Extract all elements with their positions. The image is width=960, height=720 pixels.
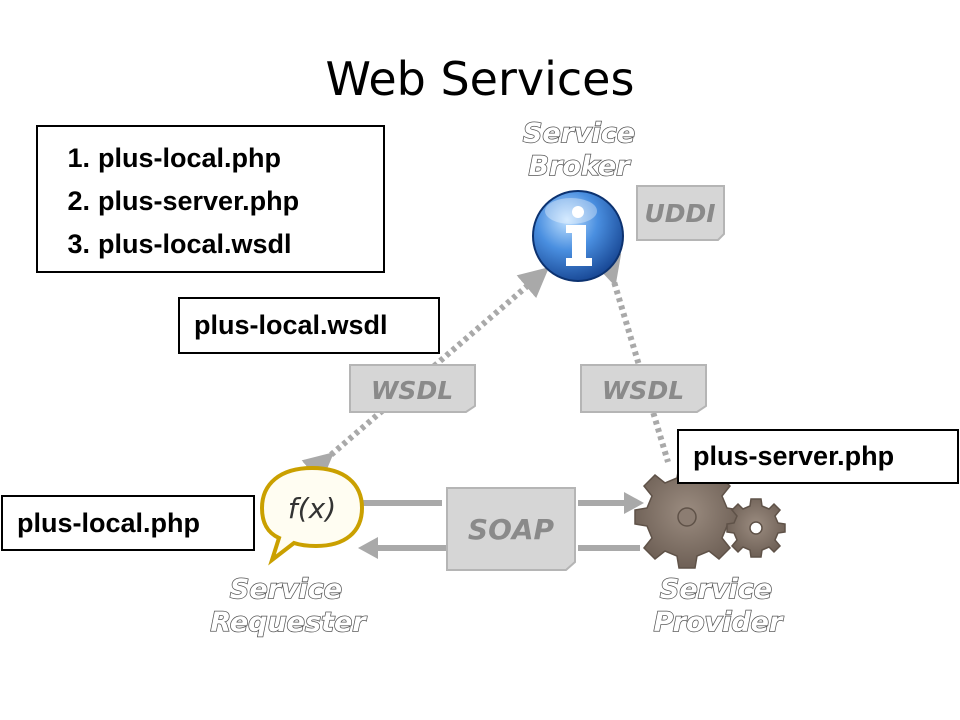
function-symbol: f(x) [288, 492, 336, 525]
provider-label-line2: Provider [654, 607, 784, 638]
uddi-document-icon: UDDI [636, 185, 725, 241]
local-file-callout: plus-local.php [1, 495, 255, 551]
function-bubble-icon: f(x) [259, 465, 365, 566]
server-file-callout: plus-server.php [677, 429, 959, 484]
broker-label-line1: Service [523, 118, 635, 149]
broker-label-line2: Broker [528, 151, 631, 182]
requester-label-line1: Service [230, 574, 342, 605]
soap-document-icon: SOAP [446, 487, 576, 571]
soap-arrows [355, 492, 644, 559]
requester-label-line2: Requester [210, 607, 367, 638]
file-list-box: 1. plus-local.php 2. plus-server.php 3. … [36, 125, 385, 273]
file-list-name: plus-server.php [98, 186, 300, 216]
file-list-name: plus-local.php [98, 143, 282, 173]
wsdl-document-icon-left: WSDL [349, 364, 476, 413]
file-list-number: 3. [67, 229, 90, 259]
file-list-item: 1. plus-local.php [38, 137, 383, 180]
wsdl-right-label: WSDL [602, 376, 684, 405]
file-list-number: 1. [67, 143, 90, 173]
file-list-item: 2. plus-server.php [38, 180, 383, 223]
provider-label-line1: Service [660, 574, 772, 605]
soap-label: SOAP [468, 513, 555, 546]
uddi-label: UDDI [644, 199, 715, 228]
wsdl-document-icon-right: WSDL [580, 364, 707, 413]
gears-icon [634, 465, 786, 569]
wsdl-file-callout: plus-local.wsdl [178, 297, 440, 354]
file-list-item: 3. plus-local.wsdl [38, 223, 383, 266]
file-list-name: plus-local.wsdl [98, 229, 292, 259]
file-list: 1. plus-local.php 2. plus-server.php 3. … [38, 137, 383, 266]
wsdl-left-label: WSDL [371, 376, 453, 405]
file-list-number: 2. [67, 186, 90, 216]
info-icon [532, 190, 624, 282]
slide-title: Web Services [325, 52, 635, 106]
